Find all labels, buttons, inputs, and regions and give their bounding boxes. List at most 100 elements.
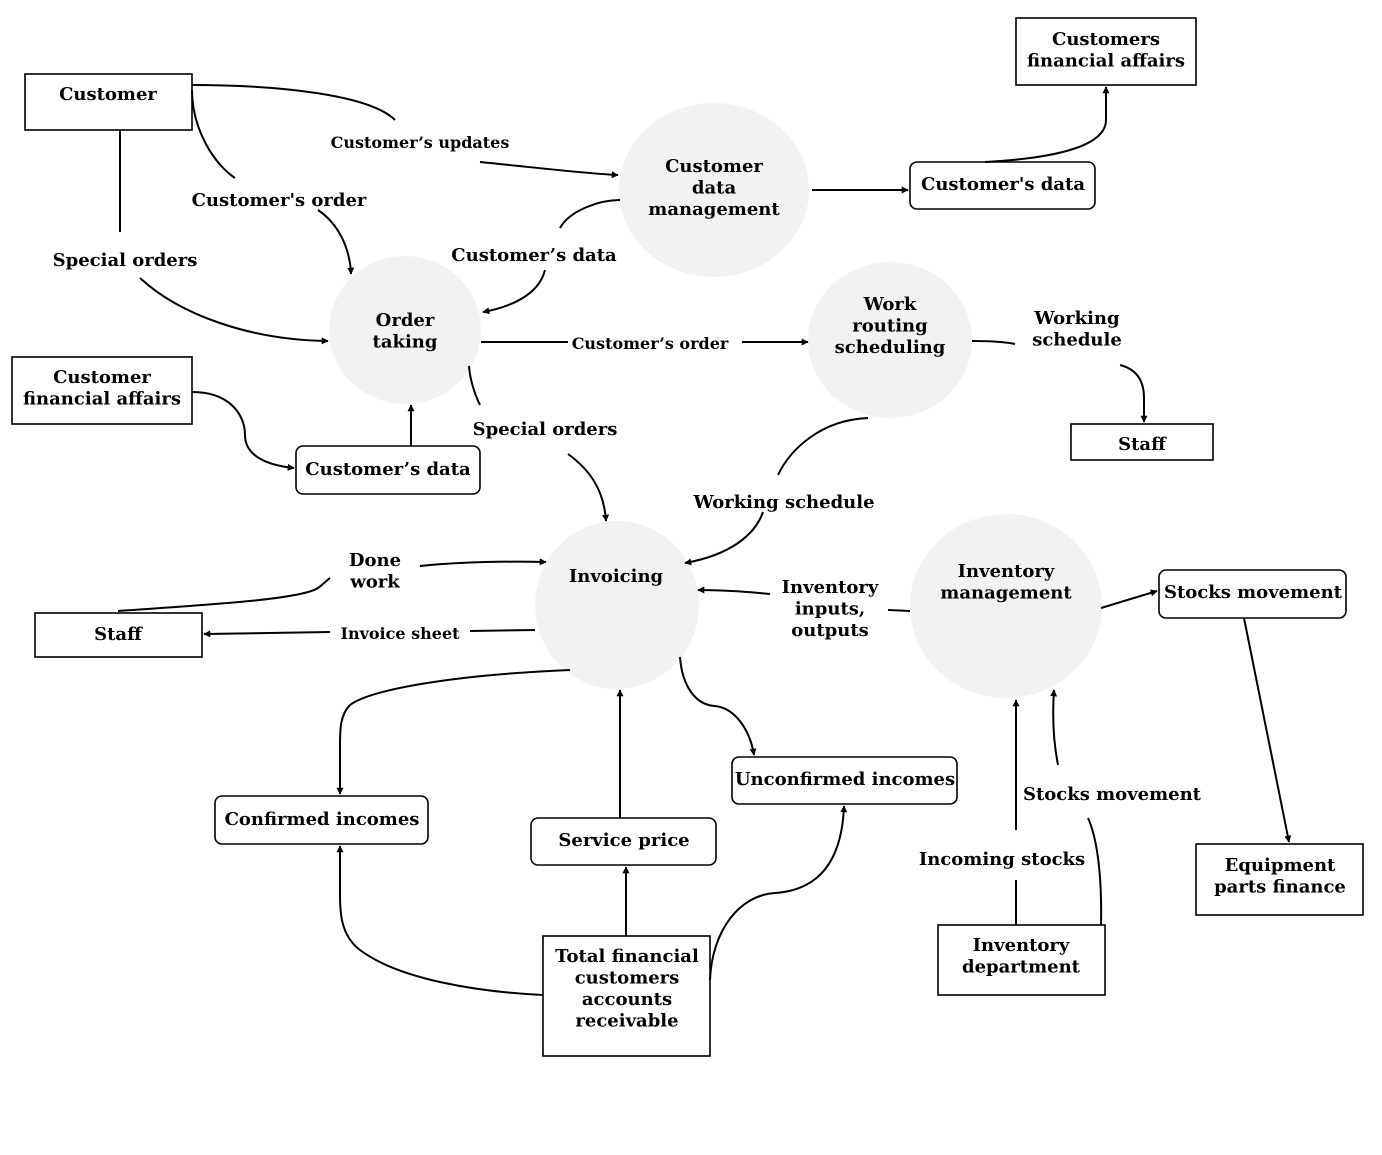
label-flow-customers-data: Customer’s data bbox=[451, 245, 617, 266]
label-line: Invoice sheet bbox=[340, 624, 460, 643]
edge-working-schedule-2-b bbox=[684, 511, 764, 566]
edge-invoicing-to-confirmed bbox=[336, 669, 571, 795]
label-line: Customer bbox=[53, 367, 151, 388]
label-entity-staff-left: Staff bbox=[94, 624, 143, 645]
edge-customers-updates-b bbox=[479, 161, 619, 179]
edge-total-to-confirmed bbox=[336, 845, 544, 996]
store-customers-data-left bbox=[295, 445, 481, 495]
store-service-price bbox=[530, 817, 717, 866]
edge-inventory-to-stocks bbox=[1100, 589, 1158, 609]
process-inventory-management-shape bbox=[910, 514, 1102, 698]
edge-inventory-io-b bbox=[697, 586, 771, 595]
edge-customers-updates-a bbox=[191, 84, 396, 121]
label-line: Working bbox=[1033, 308, 1120, 329]
edge-invoicing-to-unconfirmed bbox=[679, 656, 757, 756]
label-line: department bbox=[962, 957, 1081, 978]
label-flow-customers-order-1: Customer's order bbox=[192, 190, 367, 211]
edge-customers-data-a bbox=[559, 199, 621, 229]
process-customer-data-management-shape bbox=[619, 103, 809, 277]
edge-customers-order-a bbox=[191, 89, 236, 179]
label-line: Staff bbox=[1118, 434, 1167, 455]
edge-working-schedule-2-a bbox=[777, 417, 869, 476]
label-line: Inventory bbox=[973, 935, 1070, 956]
edge-done-work-a bbox=[117, 577, 331, 612]
edge-invoice-sheet-b bbox=[203, 630, 331, 638]
label-flow-invoice-sheet: Invoice sheet bbox=[340, 624, 460, 643]
label-store-confirmed-incomes: Confirmed incomes bbox=[225, 809, 420, 830]
label-line: work bbox=[349, 572, 400, 593]
label-line: taking bbox=[373, 332, 438, 353]
entity-customer-financial-affairs-left bbox=[11, 356, 193, 425]
entity-staff-left bbox=[34, 612, 203, 658]
label-store-customers-data-right: Customer's data bbox=[921, 174, 1085, 195]
edge-special-orders-2-a bbox=[468, 365, 481, 406]
edge-routing-to-staff-a bbox=[971, 340, 1016, 345]
label-entity-staff-right: Staff bbox=[1118, 434, 1167, 455]
label-line: management bbox=[940, 583, 1072, 604]
edge-special-orders-b bbox=[139, 277, 329, 345]
edge-stocks-movement-a bbox=[1087, 817, 1103, 926]
label-flow-working-schedule-2: Working schedule bbox=[692, 492, 874, 513]
label-line: Customer’s data bbox=[451, 245, 617, 266]
store-customers-data-right bbox=[909, 161, 1096, 210]
label-line: Working schedule bbox=[692, 492, 874, 513]
edge-customers-order-b bbox=[317, 209, 355, 275]
process-invoicing-shape bbox=[535, 521, 699, 689]
label-line: customers bbox=[575, 968, 680, 989]
label-line: Equipment bbox=[1225, 855, 1336, 876]
label-flow-customers-order-2: Customer’s order bbox=[572, 334, 729, 353]
label-line: Customer’s updates bbox=[331, 133, 510, 152]
label-line: Customer’s order bbox=[572, 334, 729, 353]
label-line: Invoicing bbox=[569, 566, 664, 587]
label-line: Customer's order bbox=[192, 190, 367, 211]
label-line: data bbox=[692, 178, 737, 199]
entity-staff-right bbox=[1070, 423, 1214, 461]
edge-inventory-io-a bbox=[887, 609, 911, 612]
label-store-stocks-movement: Stocks movement bbox=[1164, 582, 1343, 603]
label-line: Customer bbox=[665, 156, 763, 177]
label-line: Inventory bbox=[782, 577, 879, 598]
edge-store-to-financial-top bbox=[984, 86, 1110, 163]
entity-equipment-parts-finance bbox=[1195, 843, 1364, 916]
label-flow-customers-updates: Customer’s updates bbox=[331, 133, 510, 152]
edge-invoice-sheet-a bbox=[469, 629, 536, 632]
process-order-taking-shape bbox=[329, 256, 481, 404]
edge-financial-to-store-left bbox=[191, 391, 295, 471]
entity-customer bbox=[24, 73, 193, 131]
process-work-routing-shape bbox=[808, 262, 972, 418]
label-line: financial affairs bbox=[1027, 51, 1185, 72]
label-line: routing bbox=[852, 316, 928, 337]
label-line: inputs, bbox=[795, 599, 865, 620]
edge-total-to-unconfirmed bbox=[709, 805, 848, 981]
label-line: management bbox=[648, 199, 780, 220]
label-line: Special orders bbox=[473, 419, 618, 440]
label-line: receivable bbox=[575, 1011, 678, 1032]
label-line: outputs bbox=[791, 620, 869, 641]
label-flow-incoming-stocks: Incoming stocks bbox=[919, 849, 1085, 870]
store-stocks-movement bbox=[1158, 569, 1347, 619]
label-line: schedule bbox=[1032, 330, 1122, 351]
label-line: Total financial bbox=[555, 946, 699, 967]
label-line: Staff bbox=[94, 624, 143, 645]
label-line: Work bbox=[863, 294, 917, 315]
store-unconfirmed-incomes bbox=[731, 756, 958, 805]
label-store-unconfirmed-incomes: Unconfirmed incomes bbox=[735, 769, 955, 790]
label-line: scheduling bbox=[835, 337, 946, 358]
label-line: accounts bbox=[582, 989, 672, 1010]
label-flow-stocks-movement: Stocks movement bbox=[1023, 784, 1202, 805]
edge-done-work-b bbox=[419, 558, 547, 567]
label-store-customers-data-left: Customer’s data bbox=[305, 459, 471, 480]
entity-customers-financial-affairs-top bbox=[1015, 17, 1197, 86]
